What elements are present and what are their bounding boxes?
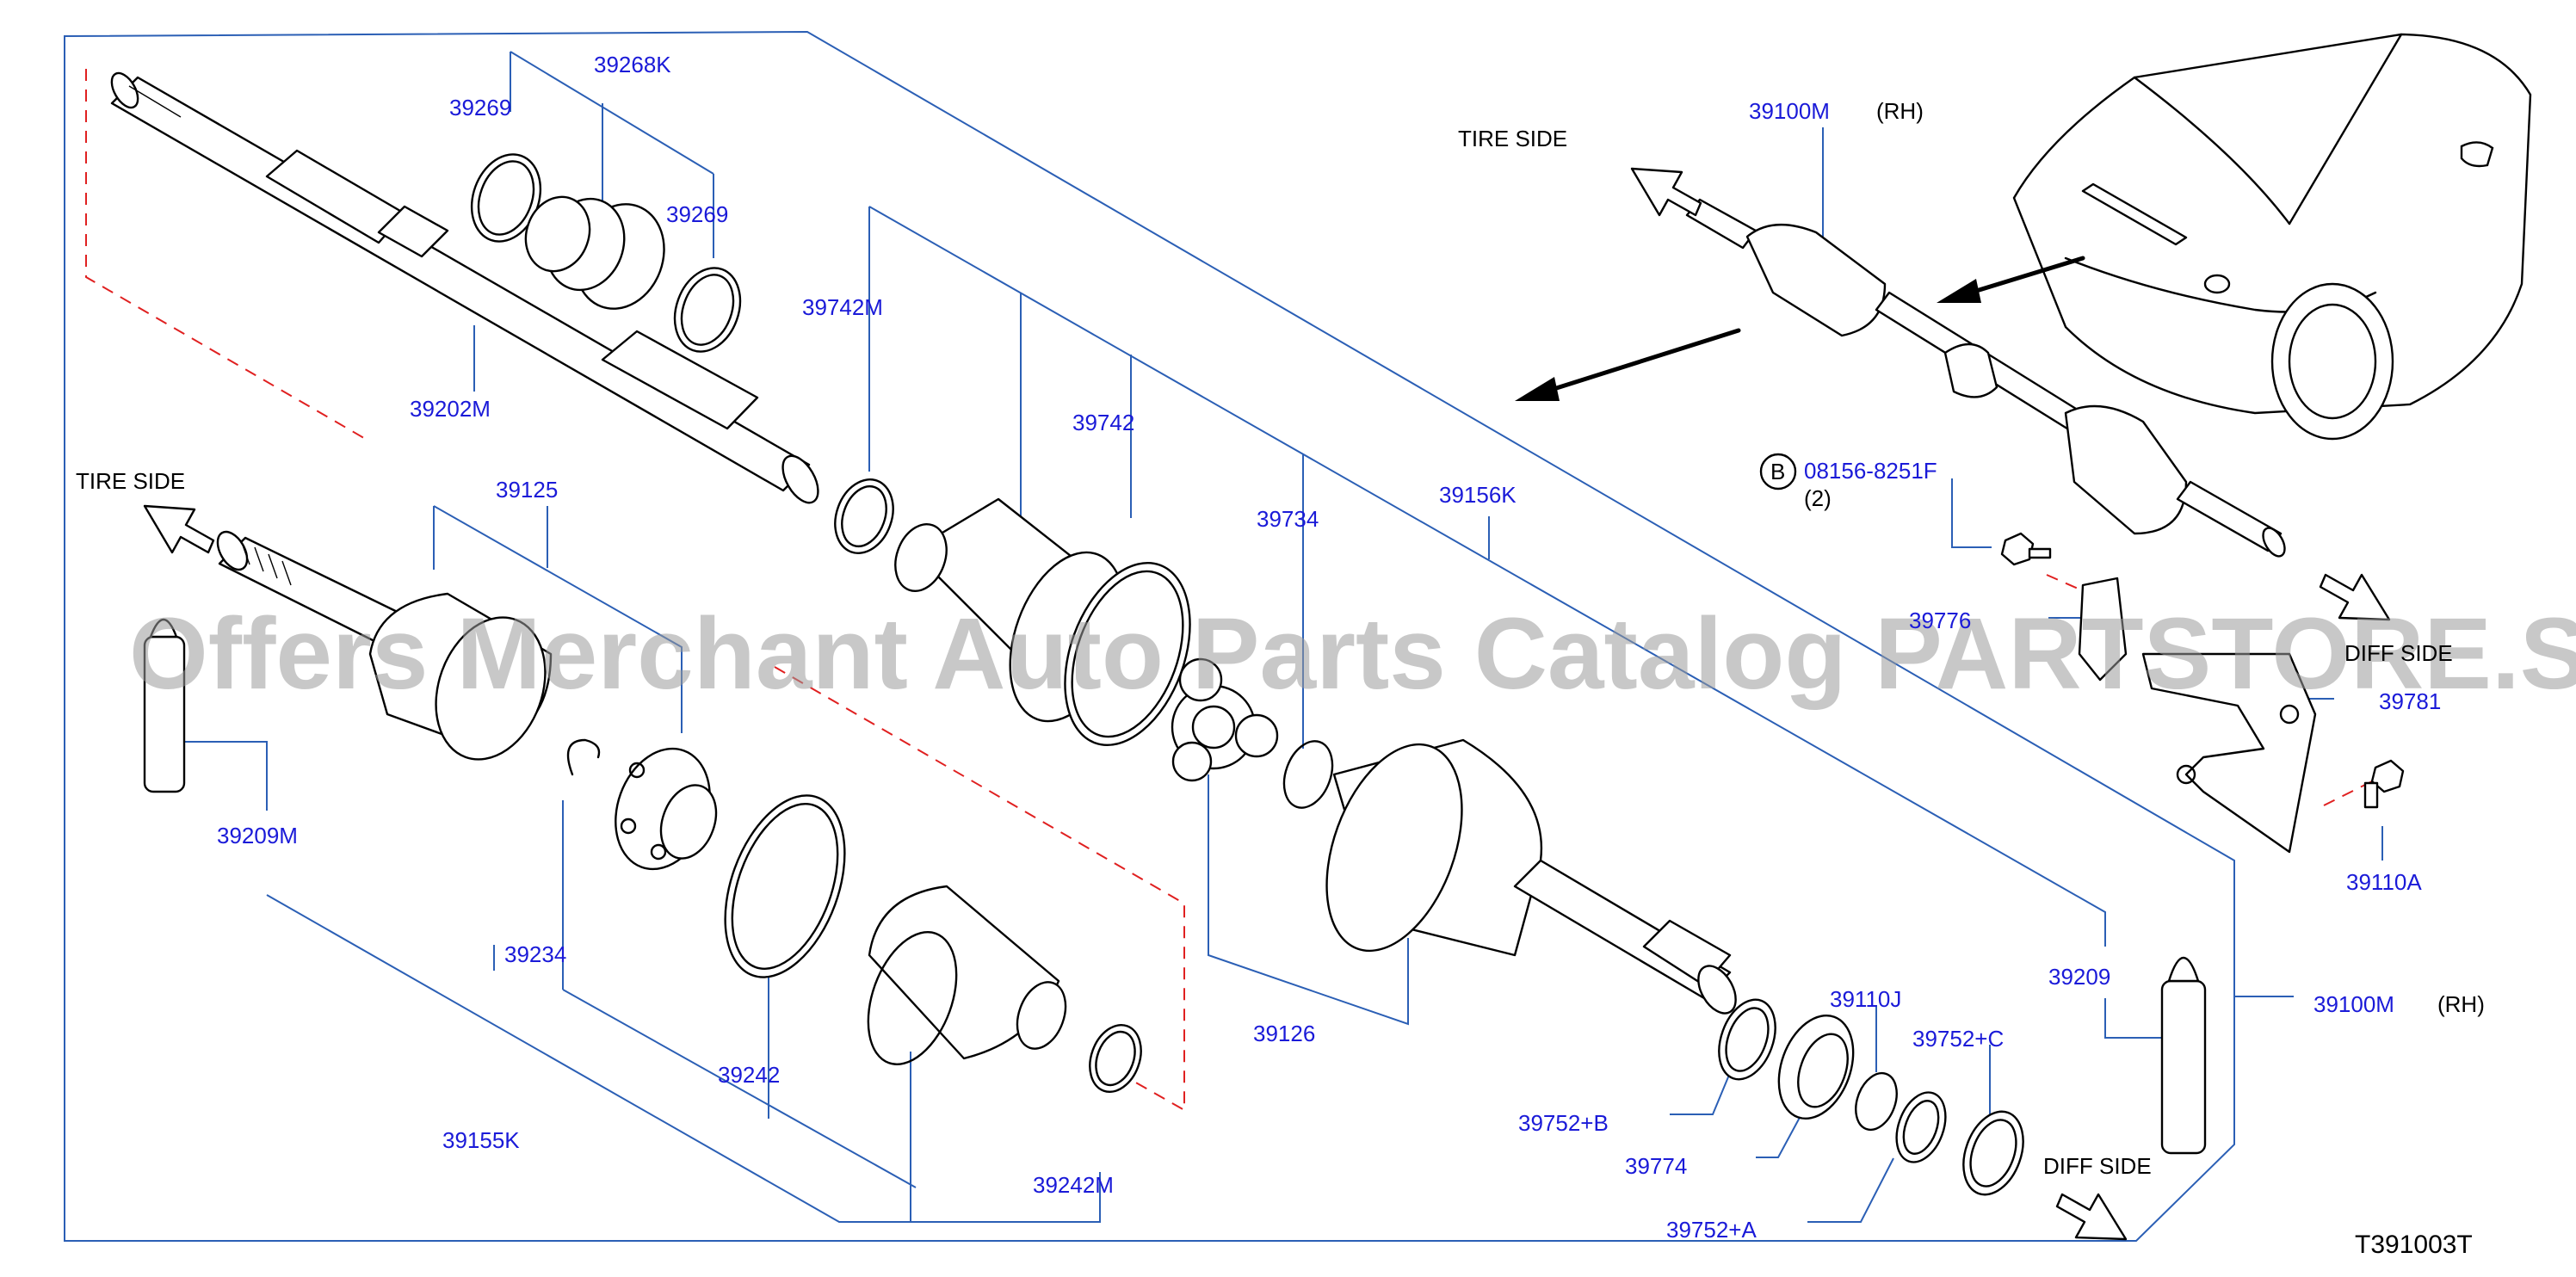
- grease-tube-39209M: [143, 619, 186, 793]
- arrow-tire-side-top: [1630, 167, 1702, 217]
- label-39209: 39209: [2048, 964, 2110, 990]
- label-39774: 39774: [1625, 1153, 1687, 1179]
- label-39126: 39126: [1253, 1021, 1315, 1046]
- grease-tube-39209: [2160, 956, 2207, 1155]
- label-39781: 39781: [2379, 688, 2441, 714]
- label-39742: 39742: [1072, 410, 1134, 435]
- label-39734: 39734: [1257, 506, 1319, 532]
- arrow-diff-side-bottom: [2055, 1193, 2128, 1241]
- label-39752A: 39752+A: [1666, 1217, 1757, 1243]
- label-39110A: 39110A: [2346, 869, 2422, 895]
- arrow-diff-side-right: [2319, 573, 2391, 621]
- label-08156-8251F: 08156-8251F: [1804, 458, 1937, 484]
- label-39125: 39125: [496, 477, 558, 503]
- watermark: Offers Merchant Auto Parts Catalog PARTS…: [129, 597, 2576, 711]
- annotation-tire-side-left: TIRE SIDE: [76, 468, 185, 494]
- bearing-39774: [1777, 1014, 1855, 1120]
- label-39752C: 39752+C: [1912, 1026, 2004, 1052]
- annotation-qty: (2): [1804, 485, 1832, 511]
- bolt-39110A: [2363, 759, 2405, 809]
- label-39269-a: 39269: [449, 95, 511, 120]
- reference-code: T391003T: [2355, 1231, 2473, 1259]
- seal-39752C: [1962, 1110, 2024, 1196]
- bracket-39776: [2078, 577, 2128, 682]
- seal-39752B: [1718, 998, 1776, 1081]
- boot-39742: [894, 497, 1191, 747]
- inner-race-39125: [615, 747, 718, 871]
- annotation-diff-side-bottom: DIFF SIDE: [2043, 1153, 2152, 1179]
- annotation-tire-side-top: TIRE SIDE: [1458, 126, 1567, 151]
- boot-39268K: [524, 195, 665, 310]
- shaft-39202M: [110, 71, 819, 504]
- snap-ring-39734: [1282, 740, 1334, 809]
- band-39269-right: [673, 267, 742, 353]
- bracket-39781: [2141, 652, 2317, 854]
- label-39752B: 39752+B: [1518, 1110, 1609, 1136]
- label-39268K: 39268K: [594, 52, 671, 77]
- band-39742M: [834, 478, 894, 554]
- band-39242M: [1089, 1024, 1142, 1093]
- label-39155K: 39155K: [442, 1127, 520, 1153]
- boot-39242: [867, 885, 1067, 1066]
- leader-lines: [185, 51, 2383, 1223]
- part-labels: 39268K 39269 39269 39202M 39742M 39742 3…: [217, 52, 2441, 1243]
- label-39234: 39234: [504, 941, 566, 967]
- annotations: (RH) (RH) (2) B TIRE SIDE TIRE SIDE DIFF…: [76, 98, 2485, 1259]
- assembly-boundary: [64, 30, 2235, 1242]
- vehicle-front-outline: [2012, 33, 2532, 441]
- seal-39752A: [1895, 1091, 1947, 1163]
- label-39209M: 39209M: [217, 823, 298, 848]
- housing-39156K: [1325, 738, 1737, 1015]
- snap-ring-39234: [566, 738, 601, 776]
- annotation-diff-side-right: DIFF SIDE: [2344, 640, 2453, 666]
- bolt-08156-8251F: [2000, 532, 2052, 566]
- shaft-stub-39125: [216, 530, 553, 761]
- bolt-badge-letter: B: [1770, 459, 1785, 484]
- label-39776: 39776: [1909, 608, 1971, 633]
- label-39156K: 39156K: [1439, 482, 1517, 508]
- snap-ring-39110J: [1855, 1071, 1898, 1132]
- bolt-badge-circle: [1759, 453, 1797, 490]
- label-39100M-top: 39100M: [1749, 98, 1830, 124]
- label-39202M: 39202M: [410, 396, 491, 422]
- band-39242: [724, 794, 846, 978]
- complete-shaft-39100M: [1685, 198, 2286, 558]
- annotation-rh-top: (RH): [1876, 98, 1924, 124]
- label-39269-b: 39269: [666, 201, 728, 227]
- label-39110J: 39110J: [1830, 986, 1901, 1012]
- label-39242: 39242: [718, 1062, 780, 1088]
- label-39742M: 39742M: [802, 294, 883, 320]
- tripod-39126: [1171, 657, 1279, 782]
- label-39100M-right: 39100M: [2313, 991, 2394, 1017]
- arrow-tire-side-left: [143, 504, 215, 554]
- arrow-assembly-direction: [1515, 256, 2085, 401]
- annotation-rh-right: (RH): [2437, 991, 2485, 1017]
- label-39242M: 39242M: [1033, 1172, 1114, 1198]
